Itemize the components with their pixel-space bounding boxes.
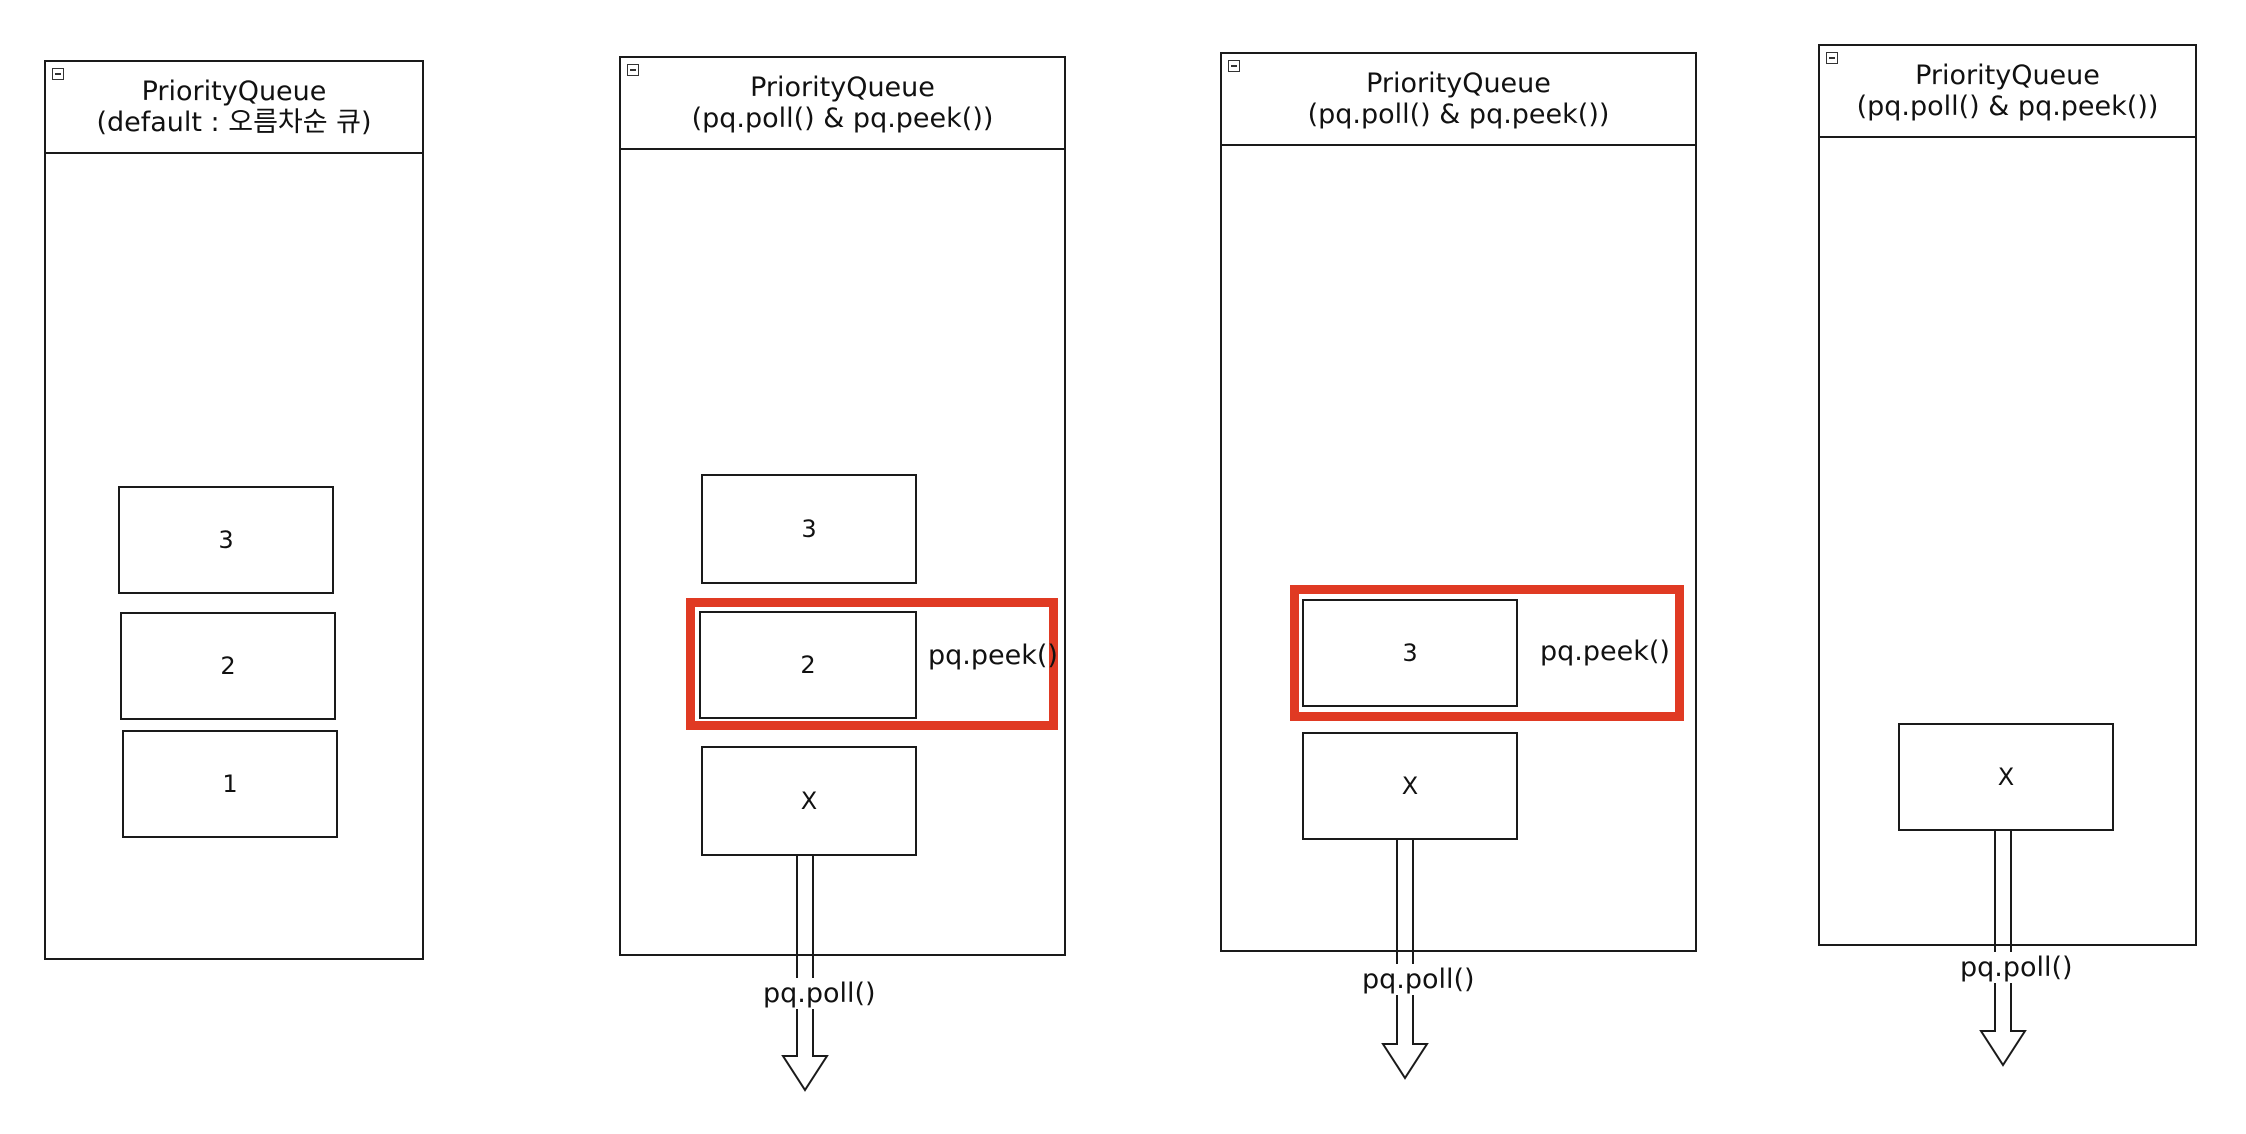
panel-2-header: PriorityQueue (pq.poll() & pq.peek()) <box>621 58 1064 150</box>
collapse-icon[interactable] <box>1826 52 1838 64</box>
panel-3-item-peek: 3 <box>1302 599 1518 707</box>
panel-2-item-top: 3 <box>701 474 917 584</box>
panel-2-peek-label: pq.peek() <box>928 640 1058 671</box>
panel-4-subtitle: (pq.poll() & pq.peek()) <box>1856 91 2159 122</box>
panel-4-item-poll: X <box>1898 723 2114 831</box>
panel-2-title: PriorityQueue <box>750 72 935 103</box>
collapse-icon[interactable] <box>627 64 639 76</box>
panel-3-subtitle: (pq.poll() & pq.peek()) <box>1307 99 1610 130</box>
collapse-icon[interactable] <box>1228 60 1240 72</box>
panel-1-item-top: 3 <box>118 486 334 594</box>
priority-queue-panel-3: PriorityQueue (pq.poll() & pq.peek()) <box>1220 52 1697 952</box>
panel-3-peek-highlight <box>1290 585 1684 721</box>
panel-1-title: PriorityQueue <box>141 76 327 107</box>
panel-2-subtitle: (pq.poll() & pq.peek()) <box>691 103 994 134</box>
panel-2-item-poll: X <box>701 746 917 856</box>
panel-3-header: PriorityQueue (pq.poll() & pq.peek()) <box>1222 54 1695 146</box>
panel-1-subtitle: (default : 오름차순 큐) <box>96 107 372 138</box>
panel-1-item-middle: 2 <box>120 612 336 720</box>
collapse-icon[interactable] <box>52 68 64 80</box>
panel-2-peek-highlight <box>686 598 1058 730</box>
panel-4-header: PriorityQueue (pq.poll() & pq.peek()) <box>1820 46 2195 138</box>
panel-3-poll-arrow <box>1381 840 1429 1080</box>
panel-4-title: PriorityQueue <box>1915 60 2100 91</box>
priority-queue-panel-4: PriorityQueue (pq.poll() & pq.peek()) <box>1818 44 2197 946</box>
panel-1-item-bottom: 1 <box>122 730 338 838</box>
panel-3-poll-label: pq.poll() <box>1362 964 1475 995</box>
panel-2-item-peek: 2 <box>699 611 917 719</box>
panel-3-title: PriorityQueue <box>1366 68 1551 99</box>
panel-4-poll-label: pq.poll() <box>1960 952 2073 983</box>
panel-2-poll-label: pq.poll() <box>763 978 876 1009</box>
panel-3-item-poll: X <box>1302 732 1518 840</box>
panel-3-peek-label: pq.peek() <box>1540 636 1670 667</box>
panel-2-poll-arrow <box>781 856 829 1092</box>
panel-4-poll-arrow <box>1979 831 2027 1067</box>
panel-1-header: PriorityQueue (default : 오름차순 큐) <box>46 62 422 154</box>
